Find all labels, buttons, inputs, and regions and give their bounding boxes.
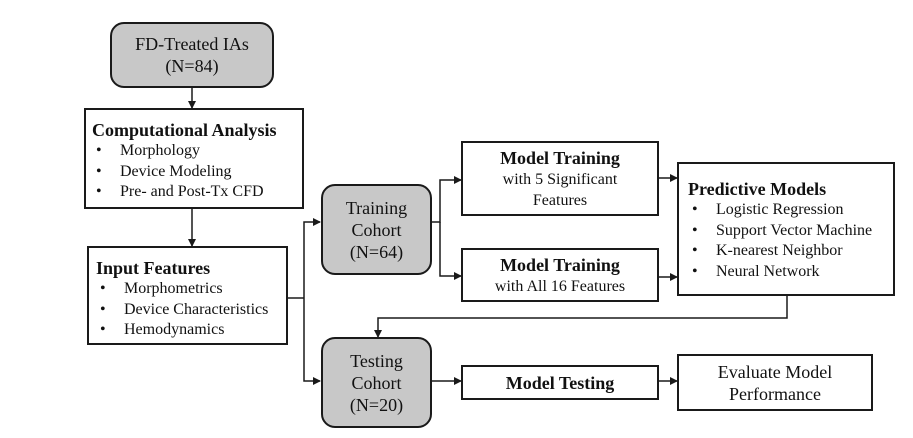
model-training-16-line1: with All 16 Features [494, 277, 626, 295]
fd-treated-count: (N=84) [165, 56, 219, 76]
arrow-input-to-testing [303, 298, 321, 385]
list-item: Support Vector Machine [688, 221, 893, 242]
arrow-predictive-to-testing [374, 296, 788, 338]
predictive-models-title: Predictive Models [688, 179, 827, 199]
model-testing-title: Model Testing [505, 372, 615, 393]
model-testing-box: Model Testing [461, 365, 659, 400]
predictive-models-box: Predictive Models Logistic Regression Su… [677, 162, 895, 296]
predictive-models-list: Logistic Regression Support Vector Machi… [688, 200, 893, 282]
model-training-16-box: Model Training with All 16 Features [461, 248, 659, 302]
arrow-input-to-training [303, 218, 321, 298]
list-item: Morphology [92, 141, 302, 162]
evaluate-line2: Performance [729, 383, 821, 404]
input-features-box: Input Features Morphometrics Device Char… [87, 246, 288, 345]
testing-cohort-line2: Cohort [351, 372, 402, 393]
computational-analysis-list: Morphology Device Modeling Pre- and Post… [92, 141, 302, 203]
model-training-5-title: Model Training [500, 147, 620, 168]
input-features-title: Input Features [96, 258, 211, 278]
list-item: Hemodynamics [96, 320, 286, 341]
list-item: K-nearest Neighbor [688, 241, 893, 262]
computational-analysis-title: Computational Analysis [92, 120, 277, 140]
list-item: Device Modeling [92, 162, 302, 183]
training-cohort-count: (N=64) [349, 241, 404, 262]
testing-cohort-count: (N=20) [349, 394, 404, 415]
fd-treated-box: FD-Treated IAs (N=84) [110, 22, 274, 88]
model-training-5-box: Model Training with 5 Significant Featur… [461, 141, 659, 216]
testing-cohort-line1: Testing [350, 350, 403, 371]
training-cohort-line2: Cohort [351, 219, 402, 240]
input-features-list: Morphometrics Device Characteristics Hem… [96, 279, 286, 341]
training-cohort-box: Training Cohort (N=64) [321, 184, 432, 275]
model-training-5-line1: with 5 Significant [502, 170, 618, 188]
training-cohort-line1: Training [345, 197, 408, 218]
list-item: Logistic Regression [688, 200, 893, 221]
evaluate-line1: Evaluate Model [717, 361, 833, 382]
testing-cohort-box: Testing Cohort (N=20) [321, 337, 432, 428]
model-training-5-line2: Features [532, 191, 588, 209]
computational-analysis-box: Computational Analysis Morphology Device… [84, 108, 304, 209]
list-item: Device Characteristics [96, 300, 286, 321]
list-item: Pre- and Post-Tx CFD [92, 182, 302, 203]
arrow-training-to-mt5 [432, 176, 462, 223]
model-training-16-title: Model Training [500, 254, 620, 275]
fd-treated-label: FD-Treated IAs [135, 34, 249, 54]
evaluate-performance-box: Evaluate Model Performance [677, 354, 873, 411]
arrow-training-to-mt16 [439, 222, 462, 280]
list-item: Morphometrics [96, 279, 286, 300]
list-item: Neural Network [688, 262, 893, 283]
